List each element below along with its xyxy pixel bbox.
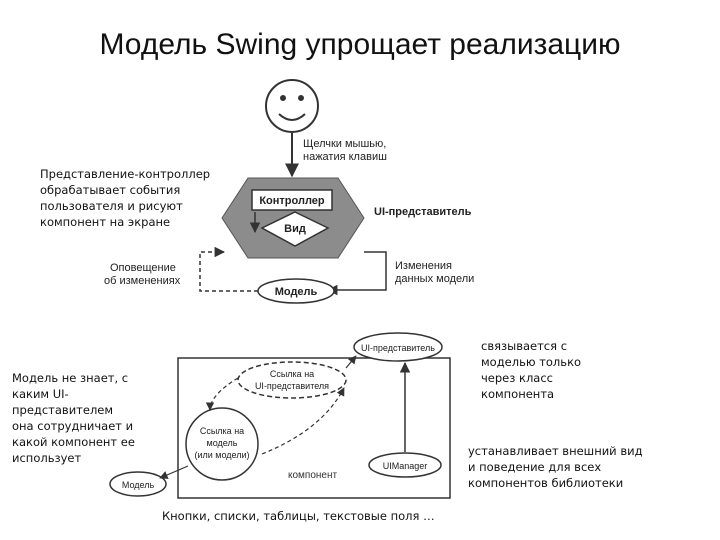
notification-label-2: об изменениях	[104, 275, 181, 287]
component-label: компонент	[288, 470, 338, 481]
controller-label: Контроллер	[259, 195, 325, 207]
ref-to-delegate-label-1: Ссылка на	[270, 369, 314, 379]
to-delegate-arrow	[345, 355, 357, 369]
note-uimanager: устанавливает внешний вид и поведение дл…	[468, 444, 643, 490]
note-via-component: связывается с моделью только через класс…	[481, 339, 582, 401]
mouse-clicks-label-2: нажатия клавиш	[303, 151, 387, 163]
model-to-delegate-ref-arrow	[261, 387, 345, 455]
model-label: Модель	[275, 286, 318, 298]
data-change-arrow	[326, 251, 387, 296]
to-model-arrow	[159, 465, 189, 479]
ref-to-model-label-1: Ссылка на	[200, 426, 244, 436]
ui-delegate-ellipse	[353, 332, 443, 362]
data-changes-label-2: данных модели	[395, 273, 474, 285]
ref-to-delegate-label-2: UI-представителя	[255, 381, 329, 391]
mouse-clicks-label-1: Щелчки мышью,	[303, 138, 386, 150]
ref-to-model-label-2: модель	[207, 438, 238, 448]
delegate-to-model-ref-arrow	[205, 377, 239, 411]
note-controller-view: Представление-контроллер обрабатывает со…	[40, 167, 211, 229]
smiley-user-icon	[265, 79, 319, 133]
note-model-unaware: Модель не знает, с каким UI- представите…	[12, 371, 135, 465]
note-components-list: Кнопки, списки, таблицы, текстовые поля …	[162, 509, 435, 523]
model-bottom-label: Модель	[122, 480, 155, 490]
component-frame	[177, 357, 451, 499]
ui-delegate-ellipse-label: UI-представитель	[361, 343, 435, 353]
change-notification-arrow	[199, 246, 258, 292]
model-ellipse-bottom	[109, 471, 167, 497]
data-changes-label-1: Изменения	[395, 260, 452, 272]
view-label: Вид	[284, 223, 306, 235]
ui-delegate-label: UI-представитель	[374, 206, 472, 218]
controller-box	[251, 189, 333, 211]
slide-title: Модель Swing упрощает реализацию	[99, 28, 621, 61]
ref-to-model-label-3: (или модели)	[194, 450, 249, 460]
ref-to-model-circle	[185, 407, 259, 481]
uimanager-label: UIManager	[383, 461, 428, 471]
notification-label-1: Оповещение	[110, 262, 176, 274]
view-diamond	[260, 211, 330, 247]
uimanager-ellipse	[368, 452, 442, 478]
ref-to-delegate-ellipse	[237, 361, 347, 399]
